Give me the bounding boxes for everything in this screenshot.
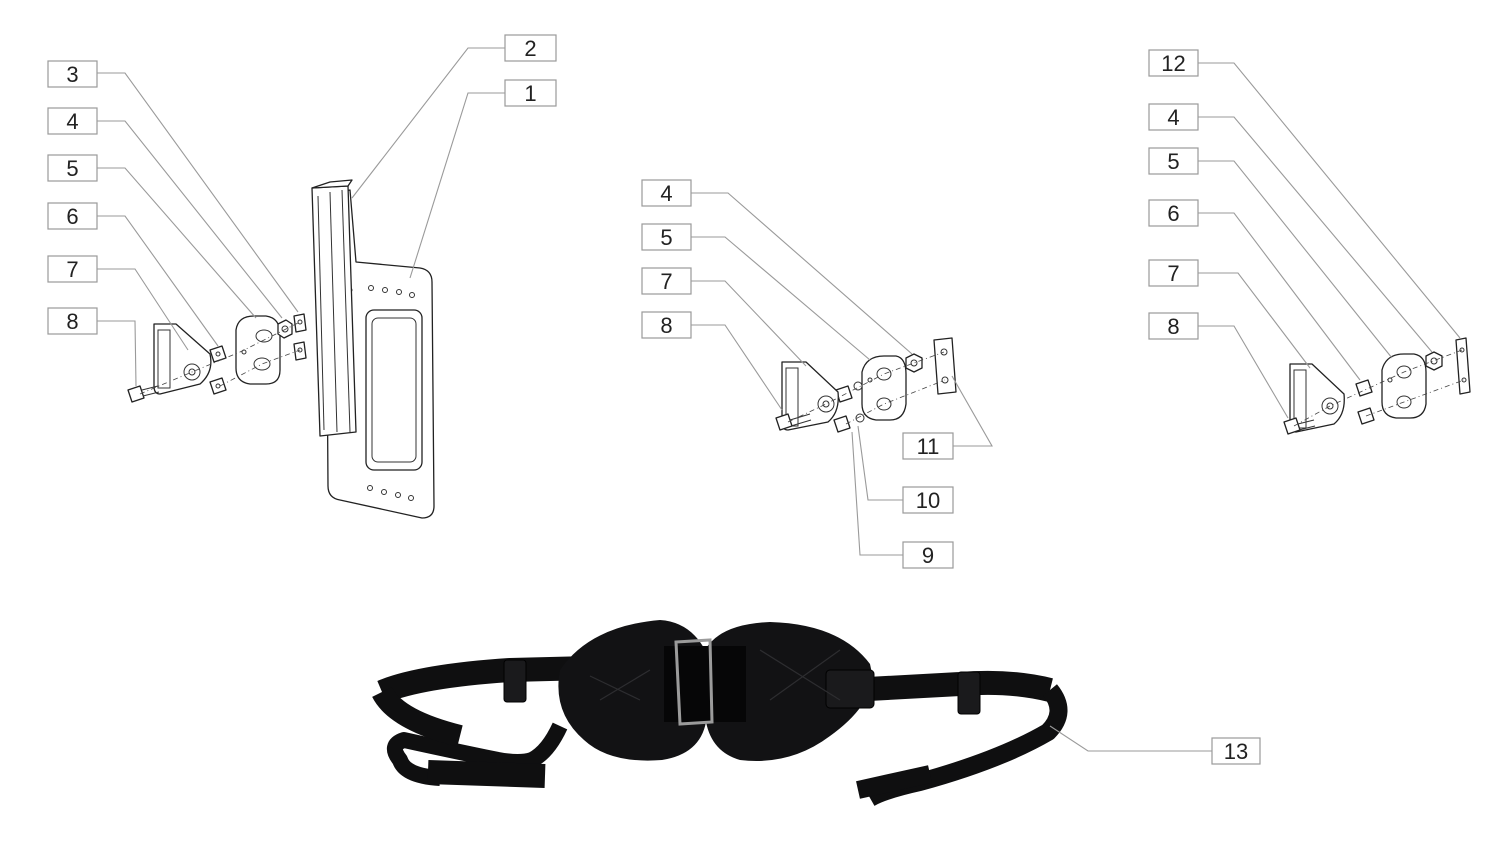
middle-assembly [775,337,957,433]
svg-text:4: 4 [66,109,78,134]
callout-3: 3 [47,60,98,88]
svg-text:5: 5 [660,225,672,250]
svg-text:8: 8 [1167,314,1179,339]
callout-4: 4 [47,107,98,135]
svg-text:6: 6 [1167,201,1179,226]
callout-12: 12 [1148,49,1199,77]
right-assembly [1283,337,1471,435]
nut [277,319,293,339]
svg-text:10: 10 [916,488,940,513]
svg-text:11: 11 [917,434,940,459]
callout-10: 10 [902,486,954,514]
callout-4: 4 [641,179,692,207]
svg-text:4: 4 [1167,105,1179,130]
callout-9: 9 [902,541,954,569]
mounting-plate [325,189,435,519]
strap-bracket [1289,363,1345,433]
leader-lines [97,47,1461,752]
callout-2: 2 [504,34,557,62]
svg-text:8: 8 [660,313,672,338]
small-screws [209,345,227,395]
callout-8: 8 [47,307,98,335]
washers [853,381,865,423]
nut [905,353,923,373]
svg-text:13: 13 [1224,739,1248,764]
positioning-belt [372,620,1068,806]
svg-text:3: 3 [66,62,78,87]
bolt [775,413,812,431]
callout-5: 5 [1148,147,1199,175]
svg-text:5: 5 [66,156,78,181]
small-screws [833,385,853,433]
strap-bracket [153,323,212,395]
svg-text:7: 7 [660,269,672,294]
bolt [127,385,160,403]
nut [1425,351,1443,371]
left-assembly [127,179,435,519]
callout-8: 8 [1148,312,1199,340]
square-nuts [293,313,307,361]
spacer-block [1381,353,1427,419]
svg-text:8: 8 [66,309,78,334]
spacer-block [861,355,907,421]
callout-8: 8 [641,311,692,339]
svg-text:7: 7 [66,257,78,282]
callout-6: 6 [47,202,98,230]
callout-5: 5 [47,154,98,182]
callout-5: 5 [641,223,692,251]
svg-text:5: 5 [1167,149,1179,174]
bolt [1283,417,1316,435]
svg-text:12: 12 [1161,51,1185,76]
svg-text:4: 4 [660,181,672,206]
end-plate [1455,337,1471,395]
callout-1: 1 [504,79,557,107]
svg-text:2: 2 [524,36,536,61]
callout-6: 6 [1148,199,1199,227]
callout-11: 11 [902,432,954,460]
svg-text:7: 7 [1167,261,1179,286]
callout-7: 7 [641,267,692,295]
svg-text:6: 6 [66,204,78,229]
end-plate [933,337,957,395]
callout-13: 13 [1211,737,1261,765]
slide-rail [311,179,357,437]
callout-4: 4 [1148,103,1199,131]
callout-7: 7 [1148,259,1199,287]
svg-text:9: 9 [922,543,934,568]
svg-text:1: 1 [524,81,536,106]
callout-7: 7 [47,255,98,283]
